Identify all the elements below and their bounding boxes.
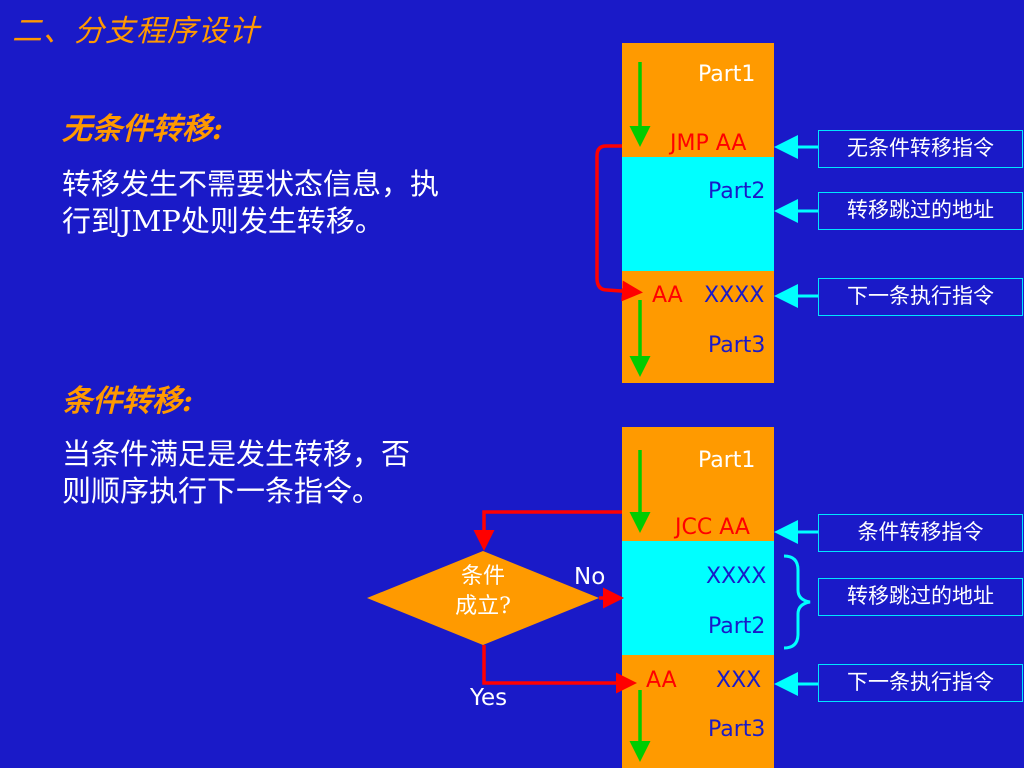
d1-part3-label: Part3 — [708, 333, 766, 358]
d1-part2-label: Part2 — [708, 179, 766, 204]
d2-conditional-instruction-label: 条件转移指令 — [818, 514, 1023, 552]
d2-to-decision-arrow — [473, 510, 622, 551]
d2-aa-label: AA — [646, 668, 677, 693]
d2-yes-label: Yes — [470, 685, 508, 711]
unconditional-jump-text: 转移发生不需要状态信息，执行到JMP处则发生转移。 — [62, 167, 440, 238]
d2-brace — [783, 554, 811, 650]
d2-skipped-address-label: 转移跳过的地址 — [818, 578, 1023, 616]
conditional-jump-text: 当条件满足是发生转移，否则顺序执行下一条指令。 — [62, 437, 411, 508]
d2-next-instruction-label: 下一条执行指令 — [818, 664, 1023, 702]
d2-xxxx-label: XXXX — [706, 564, 767, 589]
unconditional-jump-heading: 无条件转移: — [62, 112, 224, 147]
d1-xxxx-label: XXXX — [704, 283, 765, 308]
d2-part2-label: Part2 — [708, 614, 766, 639]
d2-jcc-label: JCC AA — [675, 515, 750, 540]
d1-next-instruction-label: 下一条执行指令 — [818, 278, 1023, 316]
d1-aa-label: AA — [652, 283, 683, 308]
d2-part1-label: Part1 — [698, 448, 756, 473]
d1-part2-block — [622, 157, 774, 271]
d2-yes-arrow — [482, 645, 637, 694]
conditional-jump-heading: 条件转移: — [62, 384, 194, 419]
d2-decision-line2: 成立? — [455, 594, 511, 619]
d2-part3-label: Part3 — [708, 717, 766, 742]
d2-decision-line1: 条件 — [460, 564, 505, 589]
d2-xxx-label: XXX — [716, 668, 762, 693]
d1-part1-label: Part1 — [698, 62, 756, 87]
d1-jump-arrow — [595, 144, 643, 302]
d1-unconditional-instruction-label: 无条件转移指令 — [818, 130, 1023, 168]
d1-skipped-address-label: 转移跳过的地址 — [818, 192, 1023, 230]
d2-no-label: No — [574, 564, 606, 590]
slide-title: 二、分支程序设计 — [12, 14, 260, 49]
d2-decision-text: 条件 成立? — [443, 562, 523, 622]
d2-part2-block — [622, 541, 774, 655]
d1-jmp-label: JMP AA — [670, 131, 747, 156]
d2-decision-diamond — [367, 551, 599, 645]
